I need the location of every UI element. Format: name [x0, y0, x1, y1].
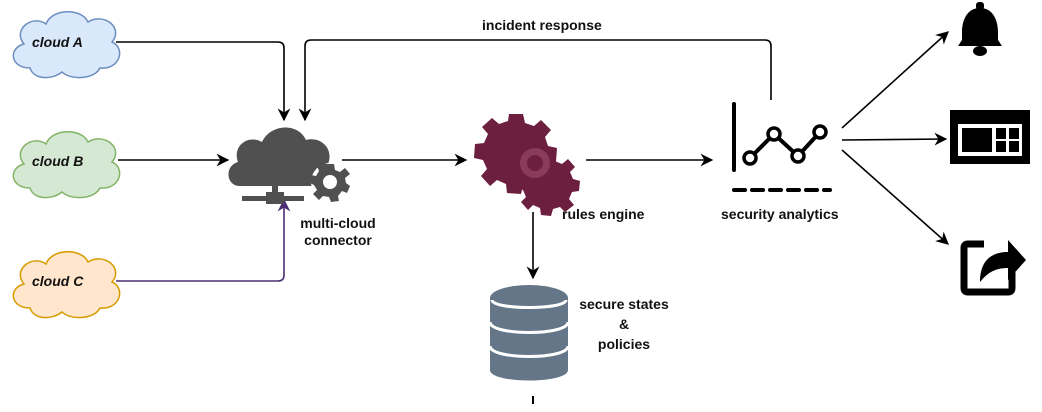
edge-analytics-dashboard	[841, 132, 948, 146]
edge-incident-response	[298, 39, 772, 122]
cloud-b-label: cloud B	[32, 153, 84, 169]
rules-engine-label: rules engine	[562, 206, 645, 222]
cloud-network-gear-icon	[228, 127, 350, 204]
cloud-a-shape	[12, 11, 121, 79]
line-chart-icon	[732, 102, 832, 192]
database-label-line2: &	[618, 316, 630, 332]
dashboard-icon	[950, 110, 1030, 164]
database-label-line3: policies	[597, 336, 651, 352]
security-analytics-label: security analytics	[721, 206, 839, 222]
cloud-a-label: cloud A	[32, 34, 83, 50]
edge-analytics-share	[841, 149, 949, 245]
gears-icon	[474, 114, 580, 216]
share-icon	[960, 240, 1026, 296]
connector-label-line1: multi-cloud	[300, 215, 376, 231]
cloud-b-shape	[12, 131, 121, 199]
edge-cloud-a-connector	[116, 41, 291, 122]
edge-analytics-bell	[841, 31, 949, 129]
cloud-c-shape	[12, 251, 121, 319]
incident-response-label: incident response	[482, 17, 602, 33]
database-label-line1: secure states	[579, 296, 669, 312]
database-icon	[488, 285, 570, 404]
edge-cloud-c-connector	[116, 198, 291, 282]
bell-icon	[958, 2, 1002, 56]
cloud-c-label: cloud C	[32, 273, 84, 289]
connector-label-line2: connector	[304, 232, 372, 248]
